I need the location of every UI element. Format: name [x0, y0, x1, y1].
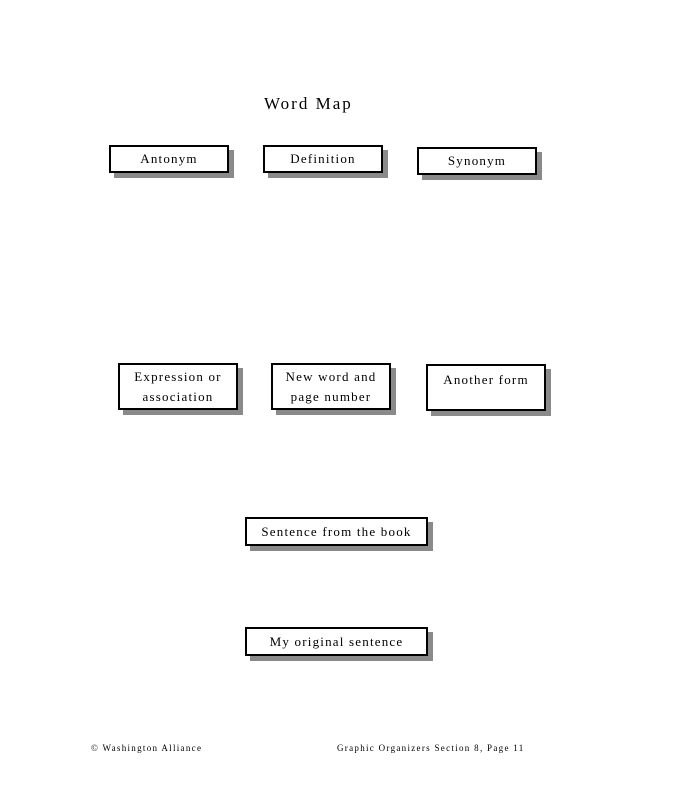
new-word-label: New word and page number	[285, 368, 377, 404]
page-title: Word Map	[264, 94, 353, 113]
expression-box: Expression or association	[118, 363, 238, 410]
footer-page-info: Graphic Organizers Section 8, Page 11	[337, 743, 525, 753]
definition-label: Definition	[290, 151, 356, 166]
new-word-box: New word and page number	[271, 363, 391, 410]
definition-box: Definition	[263, 145, 383, 173]
footer-copyright: © Washington Alliance	[91, 743, 203, 753]
synonym-label: Synonym	[447, 153, 507, 168]
sentence-from-book-label: Sentence from the book	[261, 523, 412, 539]
another-form-label: Another form	[443, 372, 529, 387]
expression-label: Expression or association	[134, 368, 222, 404]
original-sentence-box: My original sentence	[245, 627, 428, 656]
antonym-label: Antonym	[140, 151, 198, 166]
original-sentence-label: My original sentence	[269, 633, 404, 649]
sentence-from-book-box: Sentence from the book	[245, 517, 428, 546]
synonym-box: Synonym	[417, 147, 537, 175]
another-form-box: Another form	[426, 364, 546, 411]
antonym-box: Antonym	[109, 145, 229, 173]
